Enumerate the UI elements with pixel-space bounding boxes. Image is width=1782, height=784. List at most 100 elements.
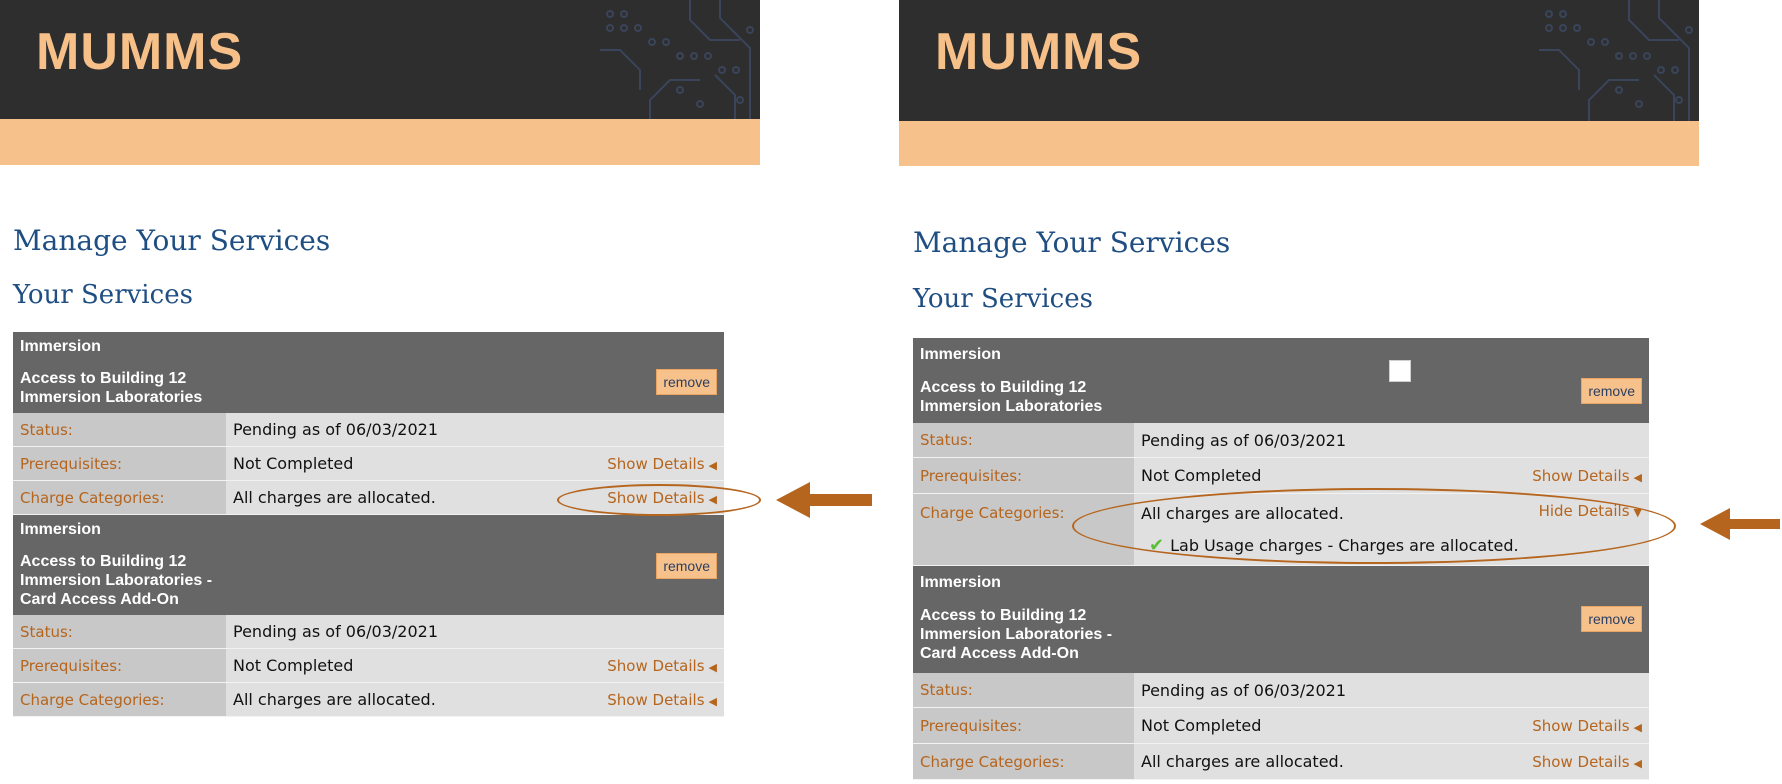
prerequisites-row: Prerequisites: Not Completed Show Detail… (13, 649, 724, 683)
prerequisites-label: Prerequisites: (913, 458, 1134, 493)
service-category: Immersion (920, 574, 1001, 591)
charge-detail-line: ✔ Lab Usage charges - Charges are alloca… (1141, 535, 1519, 556)
triangle-left-icon: ◀ (708, 492, 717, 506)
remove-button[interactable]: remove (1581, 378, 1642, 404)
status-row: Status: Pending as of 06/03/2021 (13, 615, 724, 649)
status-label: Status: (913, 673, 1134, 707)
charge-categories-cell: All charges are allocated. Show Details◀ (1134, 744, 1649, 779)
show-details-label: Show Details (607, 488, 705, 507)
section-title: Your Services (913, 284, 1093, 314)
page-title: Manage Your Services (913, 226, 1231, 259)
site-logo: MUMMS (935, 23, 1143, 81)
prerequisites-cell: Not Completed Show Details◀ (226, 649, 724, 682)
section-title: Your Services (13, 280, 193, 310)
select-checkbox[interactable] (1389, 360, 1411, 382)
show-details-label: Show Details (607, 690, 705, 709)
service-header: Immersion Access to Building 12 Immersio… (913, 566, 1649, 673)
service-name-line: Access to Building 12 (20, 553, 187, 570)
triangle-left-icon: ◀ (1633, 720, 1642, 734)
charge-categories-label: Charge Categories: (13, 683, 226, 716)
charge-categories-value: All charges are allocated. (233, 690, 436, 709)
checkmark-icon: ✔ (1149, 534, 1165, 556)
prerequisites-label: Prerequisites: (913, 708, 1134, 743)
service-name-line: Immersion Laboratories - (920, 626, 1113, 643)
services-table: Immersion Access to Building 12 Immersio… (13, 332, 724, 717)
hide-details-label: Hide Details (1538, 502, 1630, 520)
prerequisites-value: Not Completed (233, 454, 354, 473)
hide-details-link[interactable]: Hide Details▼ (1539, 502, 1642, 520)
charge-detail-text: Lab Usage charges - Charges are allocate… (1170, 535, 1519, 555)
show-details-label: Show Details (607, 656, 705, 675)
service-category: Immersion (20, 338, 101, 355)
status-value: Pending as of 06/03/2021 (1134, 423, 1649, 457)
left-panel: MUMMS Manage Your Services Your Services… (0, 0, 761, 784)
service-name-line: Access to Building 12 (920, 379, 1087, 396)
service-name-line: Immersion Laboratories - (20, 572, 213, 589)
prerequisites-value: Not Completed (1141, 716, 1262, 735)
site-logo: MUMMS (36, 23, 244, 81)
charge-categories-label: Charge Categories: (13, 481, 226, 514)
service-header: Immersion Access to Building 12 Immersio… (13, 332, 724, 413)
show-details-link[interactable]: Show Details◀ (607, 489, 717, 507)
header-strip (899, 121, 1699, 166)
service-name-line: Card Access Add-On (20, 591, 179, 608)
show-details-link[interactable]: Show Details◀ (607, 691, 717, 709)
charge-categories-label: Charge Categories: (913, 744, 1134, 779)
show-details-label: Show Details (1532, 716, 1630, 735)
show-details-link[interactable]: Show Details◀ (1532, 467, 1642, 485)
triangle-left-icon: ◀ (708, 660, 717, 674)
status-row: Status: Pending as of 06/03/2021 (913, 673, 1649, 708)
service-name-line: Card Access Add-On (920, 645, 1079, 662)
annotation-arrow-left (776, 482, 872, 518)
service-name-line: Access to Building 12 (20, 370, 187, 387)
show-details-label: Show Details (607, 454, 705, 473)
charge-categories-row: Charge Categories: All charges are alloc… (913, 494, 1649, 566)
charge-categories-cell: All charges are allocated. Show Details◀ (226, 683, 724, 716)
remove-button[interactable]: remove (656, 553, 717, 579)
status-label: Status: (913, 423, 1134, 457)
service-name-line: Immersion Laboratories (20, 389, 203, 406)
status-value: Pending as of 06/03/2021 (1134, 673, 1649, 707)
status-value: Pending as of 06/03/2021 (226, 615, 724, 648)
charge-categories-row: Charge Categories: All charges are alloc… (13, 683, 724, 717)
prerequisites-cell: Not Completed Show Details◀ (226, 447, 724, 480)
show-details-link[interactable]: Show Details◀ (1532, 753, 1642, 771)
show-details-link[interactable]: Show Details◀ (607, 657, 717, 675)
triangle-left-icon: ◀ (1633, 756, 1642, 770)
circuit-decoration (600, 0, 754, 119)
services-table: Immersion Access to Building 12 Immersio… (913, 338, 1649, 780)
remove-button[interactable]: remove (1581, 606, 1642, 632)
page-title: Manage Your Services (13, 224, 331, 257)
show-details-link[interactable]: Show Details◀ (1532, 717, 1642, 735)
status-row: Status: Pending as of 06/03/2021 (13, 413, 724, 447)
status-value: Pending as of 06/03/2021 (226, 413, 724, 446)
service-category: Immersion (20, 521, 101, 538)
header-strip (0, 119, 760, 165)
prerequisites-value: Not Completed (1141, 466, 1262, 485)
charge-categories-cell: All charges are allocated. Show Details◀ (226, 481, 724, 514)
status-row: Status: Pending as of 06/03/2021 (913, 423, 1649, 458)
prerequisites-cell: Not Completed Show Details◀ (1134, 458, 1649, 493)
prerequisites-label: Prerequisites: (13, 447, 226, 480)
prerequisites-row: Prerequisites: Not Completed Show Detail… (13, 447, 724, 481)
charge-categories-cell: All charges are allocated. Hide Details▼… (1134, 494, 1649, 565)
prerequisites-label: Prerequisites: (13, 649, 226, 682)
prerequisites-cell: Not Completed Show Details◀ (1134, 708, 1649, 743)
circuit-decoration (1539, 0, 1693, 121)
charge-categories-value: All charges are allocated. (1141, 503, 1344, 523)
show-details-link[interactable]: Show Details◀ (607, 455, 717, 473)
service-name-line: Immersion Laboratories (920, 398, 1103, 415)
charge-categories-value: All charges are allocated. (1141, 752, 1344, 771)
triangle-left-icon: ◀ (708, 694, 717, 708)
annotation-arrow-left (1700, 508, 1780, 540)
prerequisites-row: Prerequisites: Not Completed Show Detail… (913, 708, 1649, 744)
status-label: Status: (13, 413, 226, 446)
remove-button[interactable]: remove (656, 369, 717, 395)
show-details-label: Show Details (1532, 752, 1630, 771)
service-category: Immersion (920, 346, 1001, 363)
site-header: MUMMS (0, 0, 760, 119)
prerequisites-row: Prerequisites: Not Completed Show Detail… (913, 458, 1649, 494)
show-details-label: Show Details (1532, 466, 1630, 485)
status-label: Status: (13, 615, 226, 648)
triangle-left-icon: ◀ (708, 458, 717, 472)
